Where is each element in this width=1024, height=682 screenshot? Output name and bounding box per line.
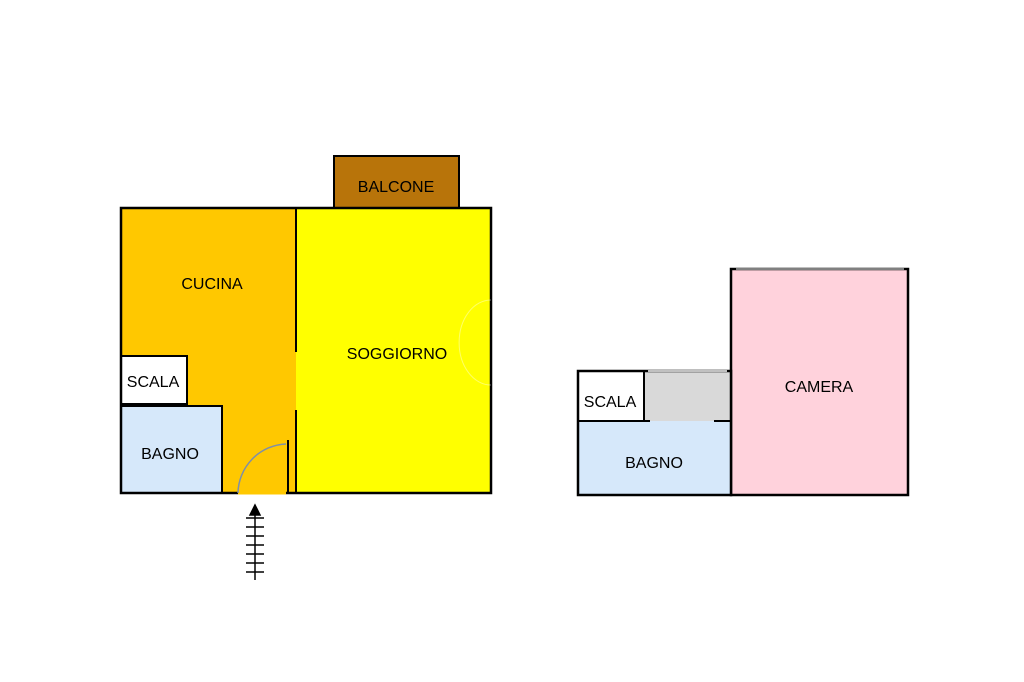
upper-floor: SCALA BAGNO CAMERA (576, 267, 910, 497)
upper-stair-area (578, 371, 644, 421)
kitchen-label: CUCINA (181, 276, 243, 293)
upper-stair-label: SCALA (584, 394, 637, 411)
bedroom-label: CAMERA (785, 379, 854, 396)
upper-bathroom-label: BAGNO (625, 455, 683, 472)
entrance-arrow-icon (246, 503, 264, 580)
balcony-door-swing (458, 299, 492, 386)
bedroom-area (729, 267, 910, 497)
living-room-area (296, 208, 491, 493)
landing-area (644, 371, 731, 421)
entrance-door-swing (237, 443, 287, 494)
ground-outer-wall (119, 206, 493, 495)
ground-stair-label: SCALA (127, 374, 180, 391)
balcony-label: BALCONE (358, 179, 434, 196)
living-room-label: SOGGIORNO (347, 346, 447, 363)
ground-bathroom-label: BAGNO (141, 446, 199, 463)
balcony-area (333, 155, 460, 209)
upper-bathroom-area (578, 421, 731, 495)
ground-bathroom-area (120, 405, 223, 494)
ground-floor: BALCONE CUCINA SOGGIORNO SCALA BAGNO (119, 155, 493, 580)
